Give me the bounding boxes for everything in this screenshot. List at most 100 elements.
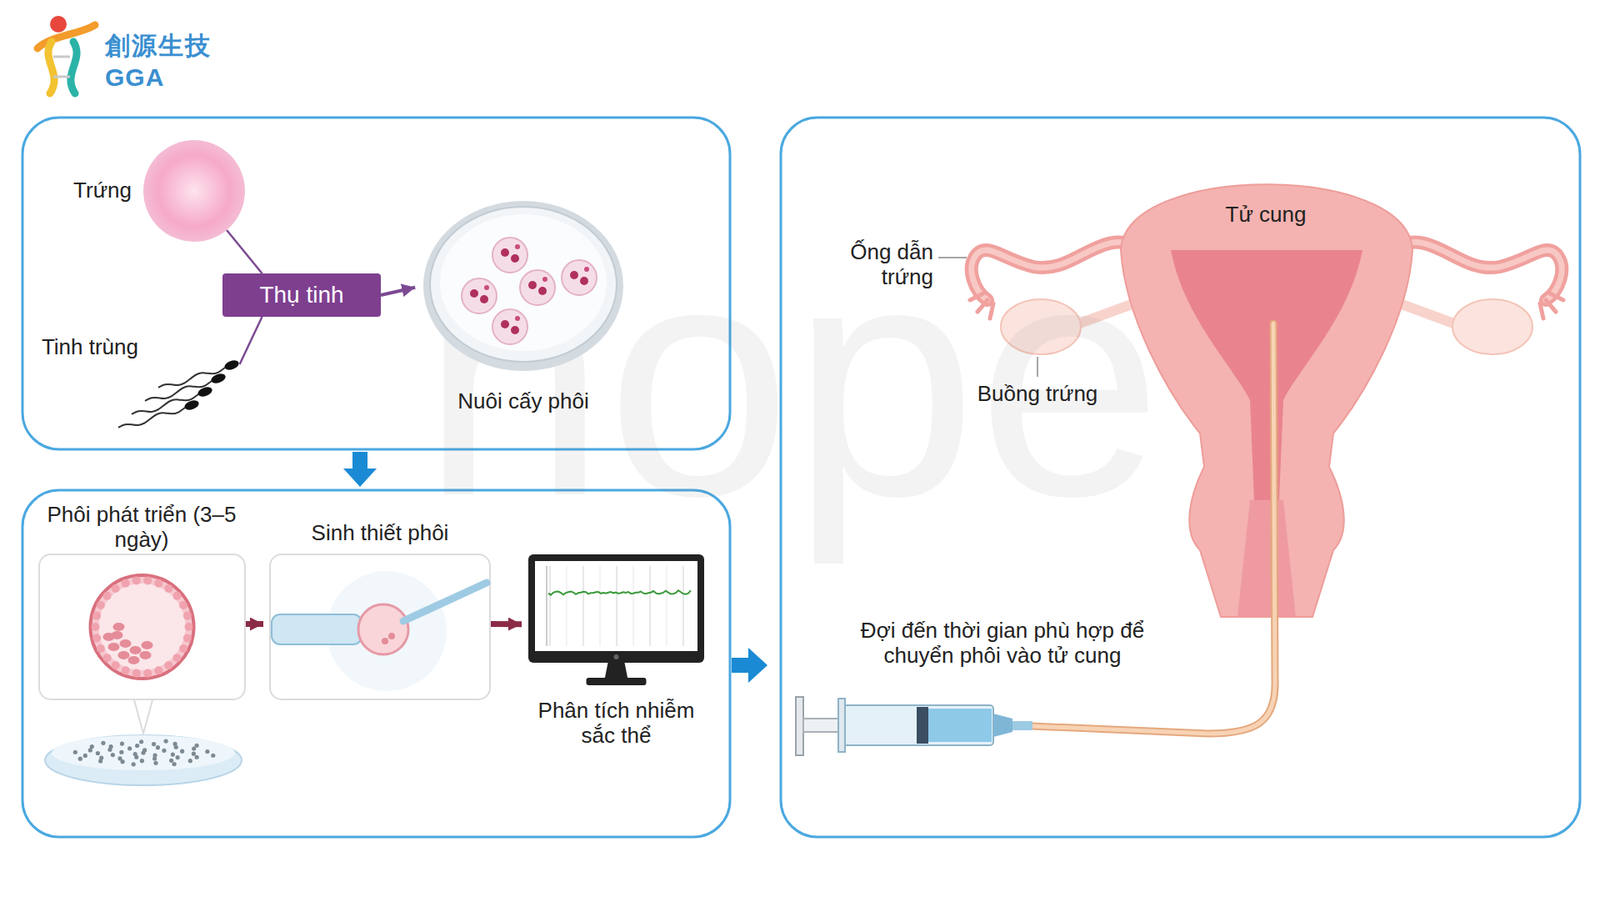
inner-cell-mass [120,639,132,648]
embryo-dot [95,750,100,755]
trophectoderm-cell [121,665,130,675]
chart-grid [583,565,585,646]
logo-rung [53,75,70,79]
note-label: Đợi đến thời gian phù hợp để chuyển phôi… [835,618,1170,669]
ovary [1452,299,1533,355]
trophectoderm-cell [132,669,141,678]
embryo-dot [161,748,166,753]
embryo-dot [172,761,177,766]
zygote [520,270,555,305]
embryo-dot [140,758,145,763]
polar-body [542,276,548,282]
egg-cell-art [143,140,245,242]
trophectoderm-cell [96,600,105,610]
chart-grid [616,565,618,646]
blastocoel [99,583,186,670]
trophectoderm-cell [143,669,152,678]
embryo-dot [155,745,160,750]
trophectoderm-cell [92,633,101,642]
embryo-dot [172,741,177,746]
fallopian-tube [1391,241,1562,300]
trophectoderm-cell [154,665,163,675]
trophectoderm-cell [164,584,173,593]
embryo-dot [109,744,114,749]
biopsied-cell [381,637,389,645]
uterine-cavity [1170,250,1363,500]
embryo-dot [139,739,144,744]
connector [245,620,264,627]
polar-body [515,244,520,250]
syringe-tip [993,713,1013,737]
node-label: Phân tích nhiễm sắc thể [537,698,696,749]
trophectoderm-cell [179,644,188,653]
holding-pipette [271,614,362,645]
pronucleus [500,320,510,329]
trophectoderm-cell [172,591,181,600]
uterus-body [1120,184,1413,617]
trophectoderm-cell [91,622,100,631]
embryo-dot [90,744,95,749]
flow-arrow [731,647,768,683]
biopsy-card: Sinh thiết phôi [270,554,490,700]
embryo-dot [169,758,174,763]
syringe-liquid [928,708,992,742]
pointer-tail [133,696,154,734]
blastocyst [90,575,195,679]
inner-cell-mass [130,645,142,655]
dish-rim [423,200,624,371]
embryo-dot [100,740,105,745]
embryo-dot [83,753,88,758]
monitor-frame [528,554,705,663]
zygote [561,260,597,295]
embryo-dot [134,755,139,760]
culture-dish [45,696,242,785]
biopsy-card-art [270,554,490,700]
biopsied-cell [388,632,395,640]
trophectoderm-cell [111,660,120,670]
process-box: Thụ tinh [222,273,381,317]
polar-body [515,315,520,321]
trophectoderm-cell [92,611,101,620]
part-label: Ống dẫn trứng [816,240,934,290]
logo-strand [48,41,55,94]
monitor-stand [605,662,629,680]
dish-top [51,735,235,770]
box-label: Thụ tinh [222,273,381,317]
inner-cell-mass [128,655,140,665]
embryo-dot [153,760,158,765]
biopsy-needle [403,582,487,621]
embryo-card-art [39,554,245,700]
trophectoderm-cell [172,653,181,662]
analysis-monitor: Phân tích nhiễm sắc thể [528,554,705,689]
trophectoderm-cell [154,579,163,588]
card-frame [39,554,245,700]
syringe-hub [1012,720,1033,730]
embryo-dot [152,755,157,760]
polar-body [584,266,590,272]
monitor-base [586,677,647,685]
dish-wall [430,206,617,362]
syringe-stopper [916,706,929,744]
analysis-monitor-art [528,554,705,689]
power-dot [614,654,620,660]
sperm-group-art [141,358,242,417]
embryo-dot [120,759,125,764]
chart-grid [600,565,601,646]
embryo-dots [73,738,216,766]
logo-rung [53,55,70,59]
node-label: Nuôi cấy phôi [457,389,590,415]
node-label: Trứng [73,178,132,204]
pronucleus [510,325,520,335]
chart-axis [546,565,548,646]
sperm-tail [118,407,185,428]
inner-cell-mass [141,640,154,650]
connector [226,230,262,274]
embryo-dot [127,745,132,750]
part-label: Buồng trứng [954,381,1121,407]
trophectoderm-cell [121,579,130,588]
sperm-head [210,371,227,385]
syringe-barrel [843,705,994,745]
pronucleus [528,280,537,290]
part-label: Tử cung [1182,202,1350,228]
